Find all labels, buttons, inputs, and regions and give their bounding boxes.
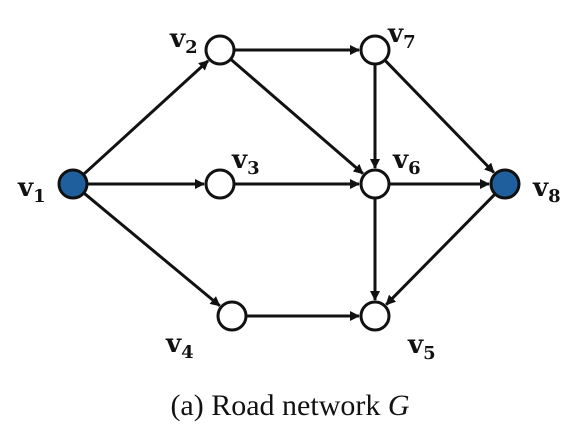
node-label-v7: v7 xyxy=(387,19,416,53)
caption-prefix: (a) Road network xyxy=(170,389,387,422)
node-label-subscript: 3 xyxy=(247,158,260,179)
node-label-v1: v1 xyxy=(17,173,46,207)
edge-v8-v5 xyxy=(385,192,497,306)
edge-v1-v2 xyxy=(82,59,210,176)
node-v3 xyxy=(204,168,236,200)
node-v2 xyxy=(204,34,236,66)
node-v4 xyxy=(216,300,248,332)
node-label-base: v xyxy=(407,330,424,360)
node-label-base: v xyxy=(231,145,248,175)
node-label-v8: v8 xyxy=(532,173,561,207)
node-label-base: v xyxy=(532,173,549,203)
edge-v2-v6 xyxy=(229,58,364,175)
node-label-v4: v4 xyxy=(165,329,194,363)
edge-v1-v4 xyxy=(82,191,221,307)
node-label-subscript: 2 xyxy=(185,37,198,58)
node-v1 xyxy=(57,168,89,200)
node-label-base: v xyxy=(169,24,186,54)
node-label-base: v xyxy=(165,329,182,359)
node-v8 xyxy=(489,168,521,200)
node-label-base: v xyxy=(392,145,409,175)
node-label-v6: v6 xyxy=(392,145,421,179)
node-label-v3: v3 xyxy=(231,145,260,179)
caption-variable: G xyxy=(388,389,410,422)
node-label-base: v xyxy=(17,173,34,203)
node-label-subscript: 1 xyxy=(33,186,46,207)
node-label-subscript: 7 xyxy=(403,32,416,53)
node-v6 xyxy=(359,168,391,200)
node-label-base: v xyxy=(387,19,404,49)
nodes-layer xyxy=(57,34,521,332)
edges-layer xyxy=(82,45,497,321)
node-label-subscript: 4 xyxy=(181,342,194,363)
node-label-subscript: 6 xyxy=(408,158,421,179)
figure-caption: (a) Road network G xyxy=(170,389,409,422)
node-v7 xyxy=(359,34,391,66)
node-label-subscript: 5 xyxy=(423,343,436,364)
node-label-v5: v5 xyxy=(407,330,436,364)
node-v5 xyxy=(359,300,391,332)
edge-v7-v8 xyxy=(383,59,495,174)
node-label-v2: v2 xyxy=(169,24,198,58)
node-label-subscript: 8 xyxy=(548,186,561,207)
